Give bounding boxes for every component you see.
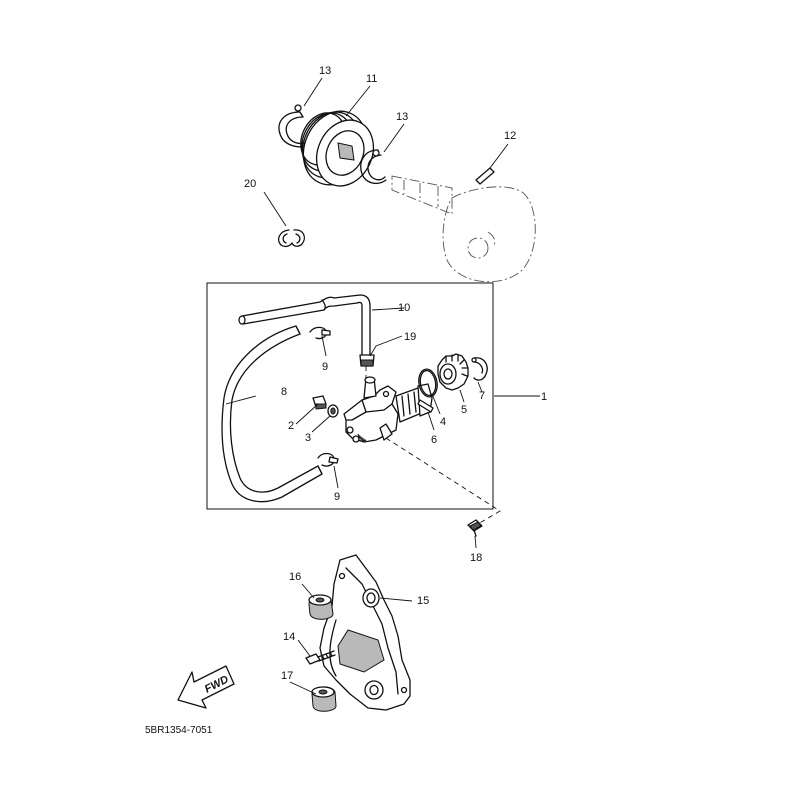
forward-arrow-icon: FWD [177,665,235,709]
crankshaft-phantom [391,175,536,283]
callout-10: 10 [398,302,410,314]
callout-8: 8 [281,386,287,398]
driven-gear-5 [437,353,469,391]
clip-20 [278,229,305,248]
callout-13-upper-left: 13 [319,65,331,77]
diagram-code: 5BR1354-7051 [145,725,213,736]
pin-6 [417,399,434,413]
drive-pulley-11 [300,110,375,187]
callout-6: 6 [431,434,437,446]
alignment-line [385,437,501,525]
oil-pump-body [343,376,433,443]
callout-4: 4 [440,416,446,428]
callout-13-right: 13 [396,111,408,123]
bolt-2 [312,395,327,410]
joint-19 [359,354,375,382]
callout-9-lower: 9 [334,491,340,503]
callout-20: 20 [244,178,256,190]
callout-15: 15 [417,595,429,607]
callout-11: 11 [366,73,377,85]
callout-18: 18 [470,552,482,564]
callout-14: 14 [283,631,295,643]
callout-16: 16 [289,571,301,583]
leader-lines [225,77,540,695]
oil-hose-8 [221,325,323,503]
callout-17: 17 [281,670,293,682]
grommet-16 [308,594,334,620]
oil-pump-cover-15 [319,554,411,711]
screw-14 [305,650,336,665]
callout-2: 2 [288,420,294,432]
callout-5: 5 [461,404,467,416]
callout-19: 19 [404,331,416,343]
circlip-13-right [360,149,387,185]
dowel-pin-12 [475,167,495,185]
callout-7: 7 [479,390,485,402]
assembly-1-group-box [206,282,494,510]
callout-9-upper: 9 [322,361,328,373]
hose-clip-9-upper [309,326,331,340]
callout-3: 3 [305,432,311,444]
circlip-7 [471,357,488,381]
callout-1: 1 [541,391,547,403]
bolt-18 [467,519,483,537]
hose-clip-9-lower [317,452,339,467]
washer-3 [327,404,339,418]
grommet-17 [311,686,337,712]
callout-labels: 13 11 13 12 20 10 19 9 8 7 1 5 4 2 3 6 9… [244,65,547,682]
callout-12: 12 [504,130,516,142]
o-ring-4 [418,368,438,398]
